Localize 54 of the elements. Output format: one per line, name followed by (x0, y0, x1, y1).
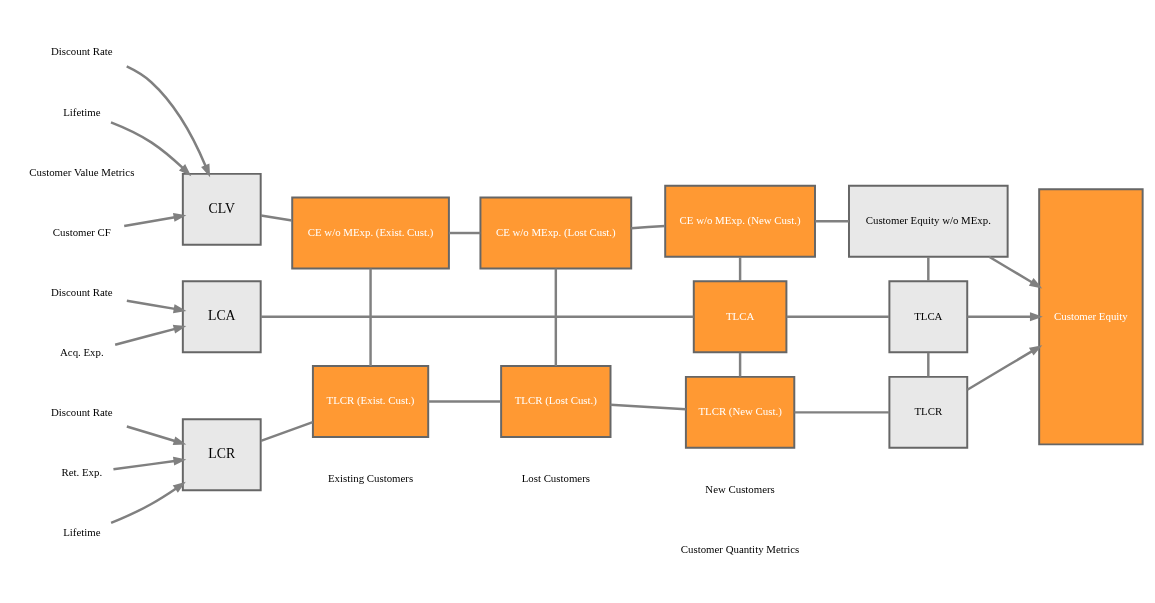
connector (815, 219, 849, 223)
connector (794, 411, 890, 414)
node-box: CE w/o MExp. (Exist. Cust.) (291, 196, 450, 270)
node-text: Discount Rate (51, 45, 113, 58)
node-box: CLV (181, 172, 262, 246)
connector (738, 352, 742, 377)
node-box: TLCR (Exist. Cust.) (311, 365, 430, 438)
node-box: CE w/o MExp. (New Cust.) (664, 184, 816, 258)
connector (610, 403, 686, 411)
node-box: Customer Equity (1038, 188, 1144, 446)
node-text: Acq. Exp. (60, 345, 104, 358)
connector (428, 400, 501, 403)
label: Lost Customers (521, 472, 590, 485)
label: Existing Customers (328, 472, 414, 485)
arrow (966, 345, 1043, 391)
node-box: TLCR (888, 375, 969, 449)
node-text: Discount Rate (51, 285, 113, 298)
node-box: TLCR (New Cust.) (684, 375, 796, 449)
node-box: TLCA (888, 280, 969, 354)
connector (449, 231, 481, 235)
connector (927, 352, 930, 377)
node-text: Lifetime (63, 526, 101, 539)
connector (738, 257, 742, 281)
node-text: Discount Rate (51, 406, 113, 419)
node-box: Customer Equity w/o MExp. (848, 184, 1009, 258)
connector (260, 315, 694, 318)
node-box: LCR (181, 418, 262, 492)
connector (631, 224, 665, 230)
arrow (126, 299, 187, 314)
arrow (988, 255, 1043, 289)
node-box: LCA (181, 280, 262, 354)
node-box: CE w/o MExp. (Lost Cust.) (479, 196, 633, 270)
node-text: Customer CF (52, 225, 111, 238)
node-text: Ret. Exp. (61, 466, 103, 479)
node-box: TLCR (Lost Cust.) (500, 365, 612, 438)
arrow (126, 425, 187, 445)
node-text: Lifetime (63, 105, 101, 118)
label: Customer Quantity Metrics (680, 543, 800, 556)
arrow (124, 213, 187, 228)
connector (786, 315, 890, 318)
arrow (967, 312, 1043, 322)
connector (927, 257, 930, 281)
connector (554, 268, 558, 366)
connector (260, 420, 314, 443)
arrow (114, 324, 187, 346)
arrow (126, 65, 211, 178)
node-box: TLCA (692, 280, 788, 354)
arrow (110, 481, 186, 525)
arrow (113, 456, 187, 471)
connector (369, 268, 372, 366)
connector (260, 214, 293, 222)
label: Customer Value Metrics (29, 165, 135, 178)
arrow (110, 121, 192, 177)
label: New Customers (705, 482, 775, 495)
